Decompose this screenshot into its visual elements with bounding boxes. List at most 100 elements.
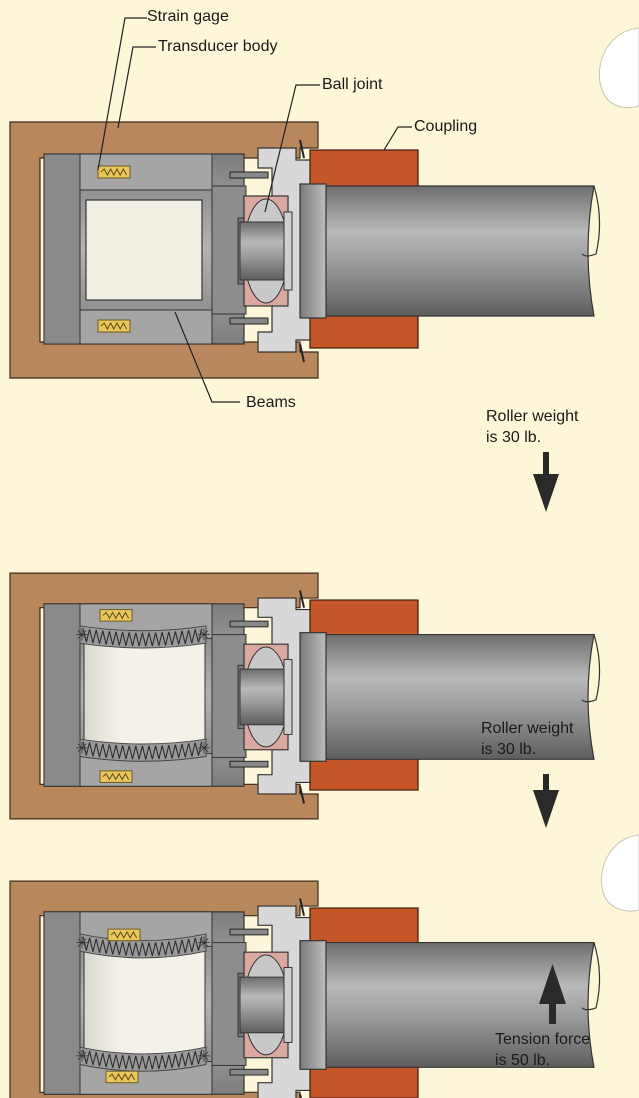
stress-mark xyxy=(203,938,209,943)
beam-cavity xyxy=(83,641,206,756)
pin-bottom xyxy=(299,1094,302,1098)
shaft-break-line xyxy=(581,634,601,703)
stress-mark xyxy=(203,942,209,947)
shaft-break-line xyxy=(581,942,601,1011)
pin-top xyxy=(299,590,305,608)
strain-gage-element xyxy=(99,770,133,783)
label-beams: Beams xyxy=(246,394,296,411)
stress-mark xyxy=(203,1051,209,1057)
stress-mark xyxy=(199,747,205,753)
label-strain-gage: Strain gage xyxy=(147,8,229,25)
stress-mark xyxy=(77,634,83,639)
bolt-top xyxy=(229,928,269,936)
transducer-body xyxy=(9,880,319,1098)
roller-weight-label-2: Roller weight is 30 lb. xyxy=(486,406,578,448)
retaining-ring xyxy=(283,659,293,735)
roller-weight-line1: Roller weight xyxy=(481,720,574,737)
stress-mark xyxy=(77,630,83,635)
strain-gage-element xyxy=(107,928,141,942)
retaining-ring xyxy=(283,967,293,1043)
pin-top xyxy=(299,139,305,159)
strain-gage-grid xyxy=(102,611,130,620)
roller-weight-arrow-3 xyxy=(533,774,559,828)
stress-mark xyxy=(77,942,83,947)
beam-cavity xyxy=(85,199,203,301)
transducer-panel-roller-weight xyxy=(9,572,601,820)
bolt-bottom xyxy=(229,1068,269,1076)
stress-mark xyxy=(81,942,87,947)
tension-force-label: Tension force is 50 lb. xyxy=(495,1029,590,1071)
stress-mark xyxy=(199,634,205,639)
stress-mark xyxy=(77,938,83,943)
stress-mark xyxy=(203,634,209,639)
roller-weight-line2: is 30 lb. xyxy=(481,741,537,758)
stress-mark xyxy=(81,630,87,635)
stress-mark xyxy=(203,743,209,749)
assembly xyxy=(9,880,601,1098)
strain-gage-grid xyxy=(100,167,128,177)
strain-gage-element xyxy=(97,319,131,333)
beam-cavity xyxy=(83,949,206,1065)
transducer-panel-unloaded xyxy=(9,121,601,379)
tension-force-line2: is 50 lb. xyxy=(495,1052,551,1069)
bolt-bottom xyxy=(229,760,269,768)
roller-shaft xyxy=(317,185,595,317)
stress-mark xyxy=(199,942,205,947)
stress-mark xyxy=(199,1051,205,1057)
strain-gage-grid xyxy=(102,772,130,781)
binder-hole xyxy=(600,834,639,912)
beam-strain-texture xyxy=(82,741,203,760)
stress-mark xyxy=(77,1051,83,1057)
stress-mark xyxy=(203,630,209,635)
inner-shaft xyxy=(239,221,289,281)
pin-bottom xyxy=(299,786,305,804)
roller-weight-line1: Roller weight xyxy=(486,408,579,425)
stress-mark xyxy=(77,1055,83,1061)
strain-gage-element xyxy=(97,165,131,179)
stress-mark xyxy=(81,1051,87,1057)
roller-weight-line2: is 30 lb. xyxy=(486,429,542,446)
stress-mark xyxy=(203,747,209,753)
inner-shaft xyxy=(239,668,289,726)
stress-mark xyxy=(81,747,87,753)
strain-gage-grid xyxy=(110,930,138,939)
beam-strain-texture xyxy=(82,628,203,647)
stress-mark xyxy=(77,743,83,749)
retaining-ring xyxy=(283,211,293,291)
stress-mark xyxy=(81,634,87,639)
strain-gage-grid xyxy=(108,1073,136,1081)
shaft-break-line xyxy=(581,185,601,257)
stress-mark xyxy=(199,938,205,943)
frame-end xyxy=(43,911,81,1095)
binder-hole xyxy=(599,27,639,109)
tension-force-line1: Tension force xyxy=(495,1031,591,1048)
frame-end xyxy=(43,603,81,787)
strain-gage-element xyxy=(99,609,133,622)
shaft-collar xyxy=(299,632,327,762)
stress-mark xyxy=(77,747,83,753)
stress-mark xyxy=(199,1055,205,1061)
shaft-collar xyxy=(299,940,327,1070)
label-coupling: Coupling xyxy=(414,118,478,135)
frame-end xyxy=(43,153,81,345)
strain-gage-element xyxy=(105,1070,139,1084)
transducer-panel-with-tension xyxy=(9,880,601,1098)
assembly xyxy=(9,121,601,379)
pin-top xyxy=(299,898,305,916)
stress-mark xyxy=(203,1055,209,1061)
strain-gage-grid xyxy=(100,321,128,331)
stress-mark xyxy=(81,743,87,749)
inner-shaft xyxy=(239,976,289,1034)
assembly xyxy=(9,572,601,820)
pin-bottom xyxy=(299,343,305,363)
beam-strain-texture xyxy=(82,1049,203,1070)
roller-weight-arrow-2 xyxy=(533,452,559,512)
stress-mark xyxy=(199,630,205,635)
bolt-bottom xyxy=(229,317,269,325)
stress-mark xyxy=(199,743,205,749)
beam-strain-texture xyxy=(82,936,203,957)
label-ball-joint: Ball joint xyxy=(322,76,383,93)
shaft-collar xyxy=(299,183,327,319)
stress-mark xyxy=(81,1055,87,1061)
